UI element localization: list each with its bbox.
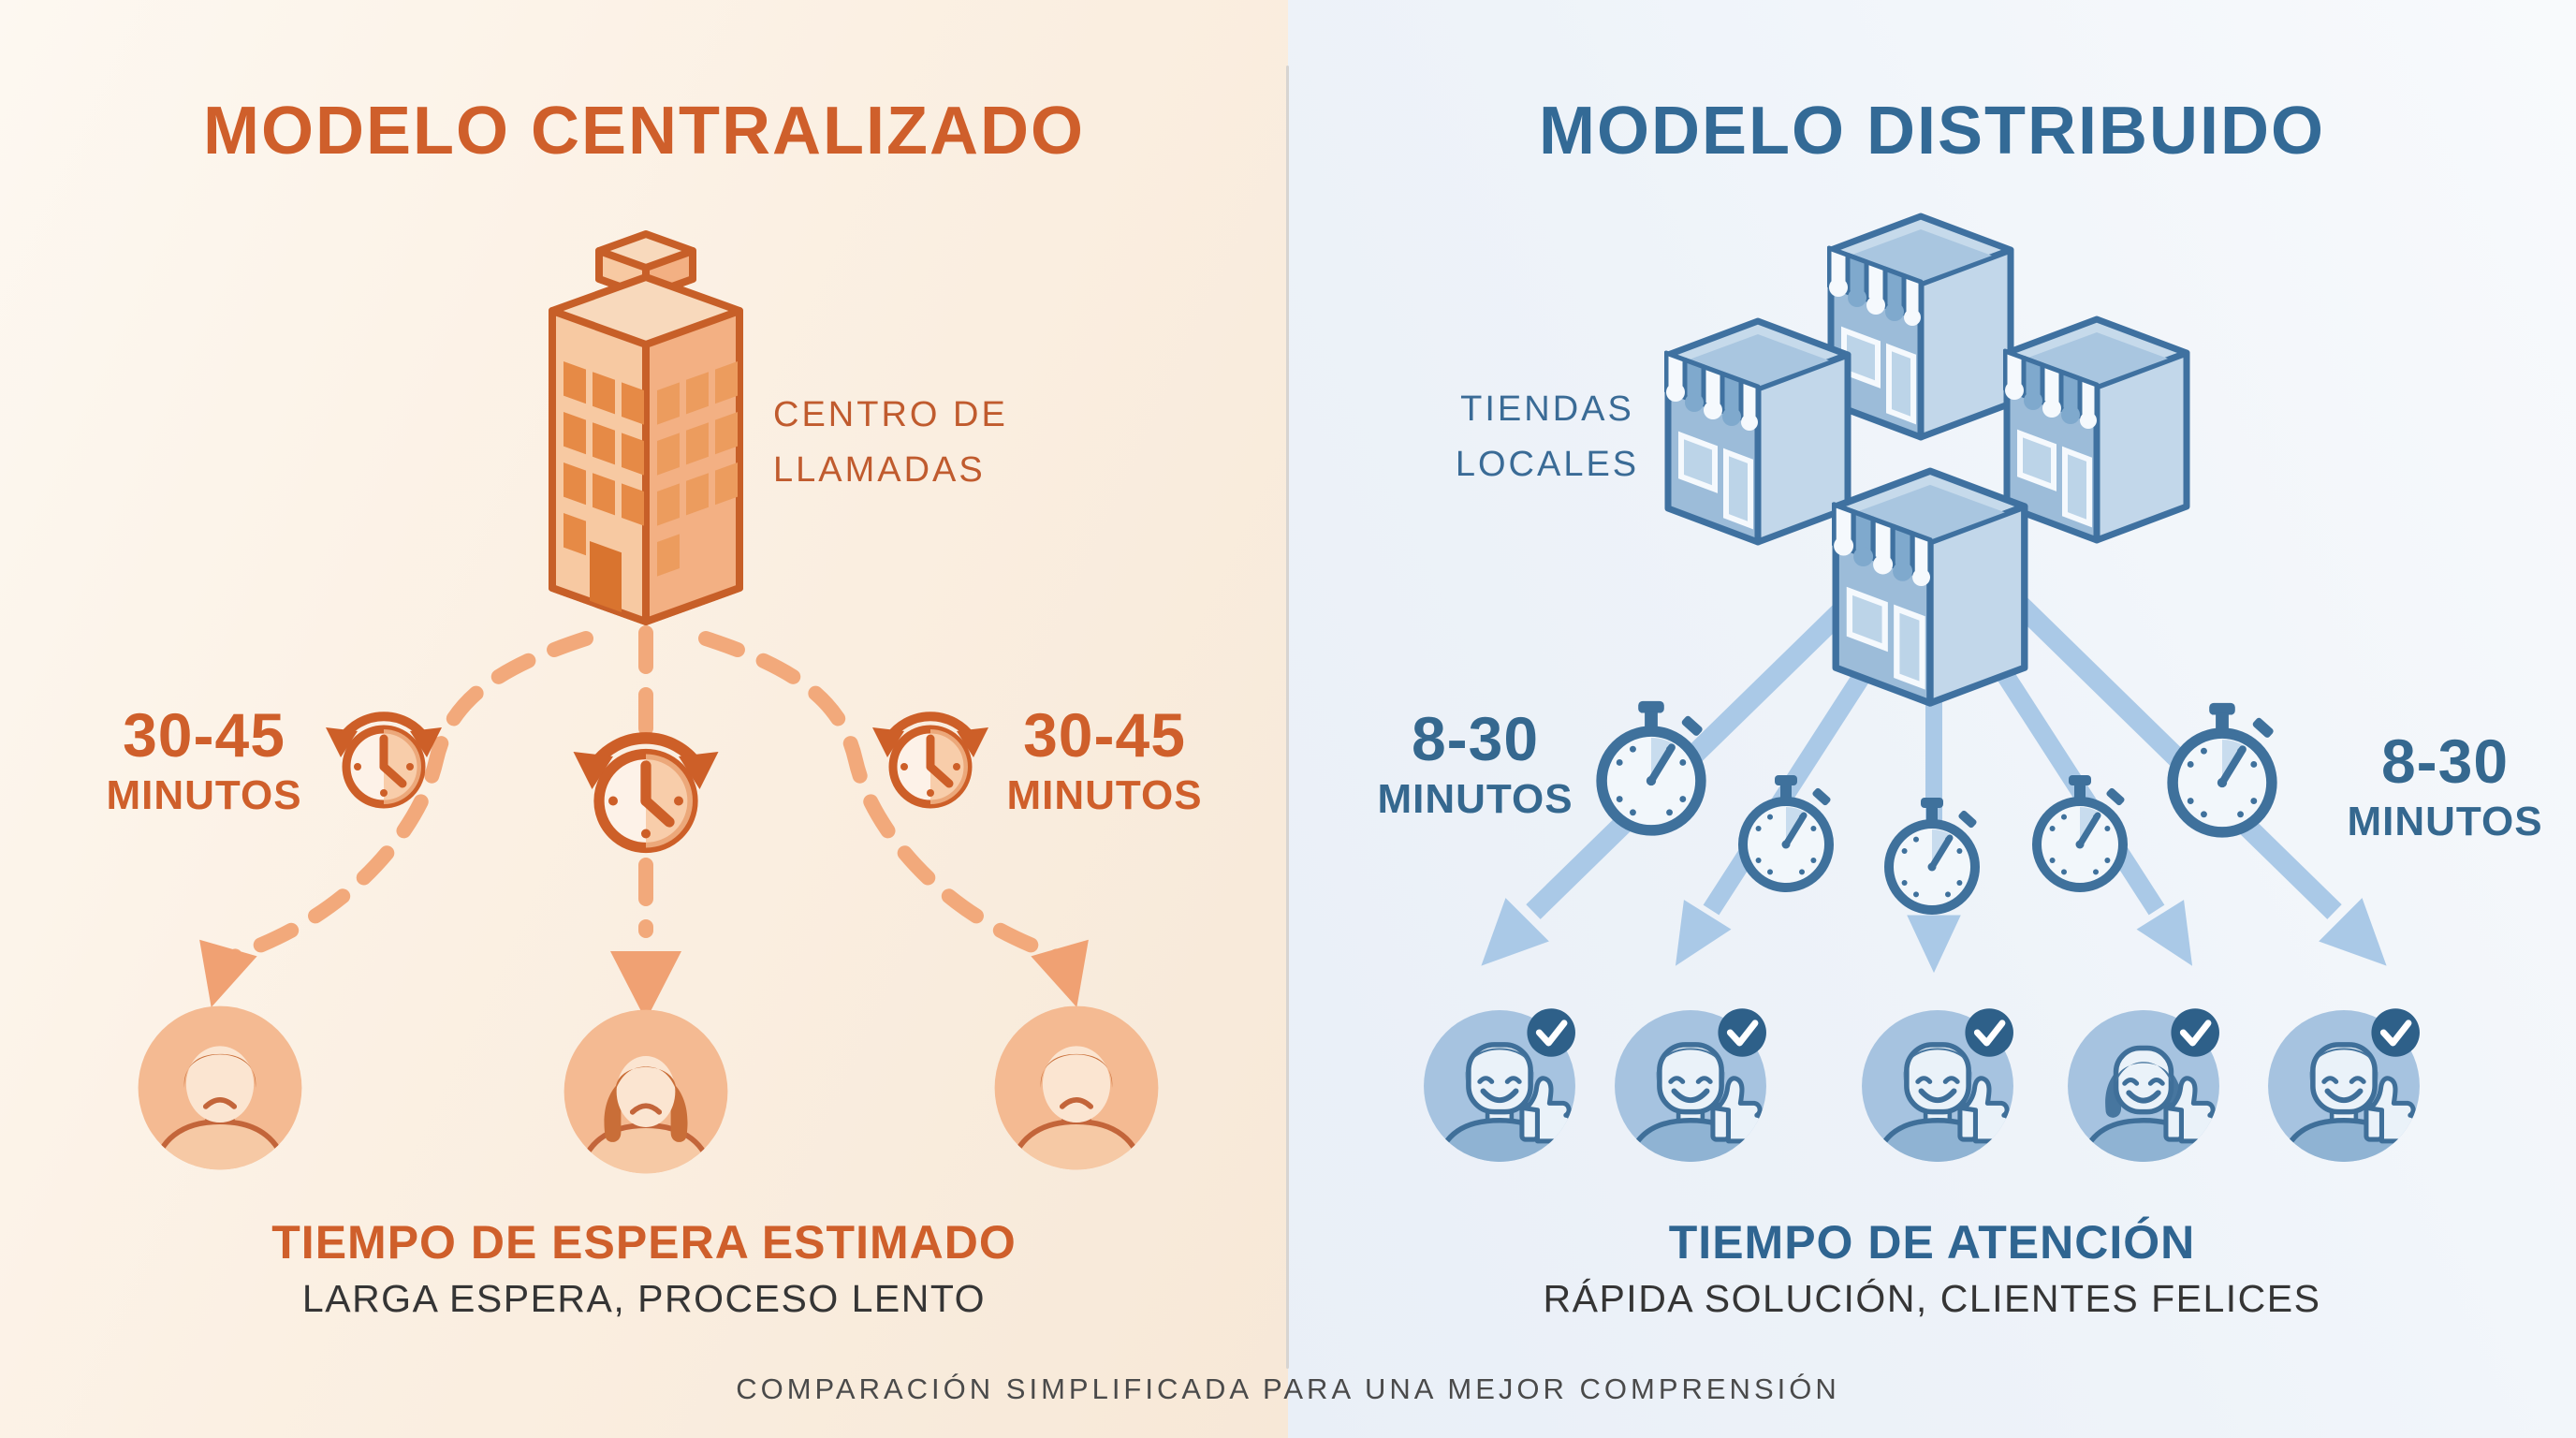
wait-time-value: 30-45 (1023, 700, 1186, 770)
service-time-badge-right: 8-30 MINUTOS (2305, 730, 2576, 843)
wait-result-title: TIEMPO DE ESPERA ESTIMADO (271, 1216, 1017, 1269)
attention-result-title: TIEMPO DE ATENCIÓN (1668, 1216, 2196, 1269)
building-door (590, 541, 622, 612)
service-time-badge-left: 8-30 MINUTOS (1335, 708, 1616, 820)
happy-user-icon (1615, 1008, 1766, 1174)
footer-caption: COMPARACIÓN SIMPLIFICADA PARA UNA MEJOR … (736, 1372, 1840, 1405)
stores-label: TIENDAS LOCALES (1455, 389, 1640, 484)
happy-user-icon (2268, 1008, 2420, 1174)
dashed-flow-lines (227, 625, 1065, 964)
stopwatch-icon (2173, 703, 2275, 832)
distribution-arrows (1481, 595, 2387, 974)
stopwatch-icon (1889, 798, 1978, 910)
panel-divider (1286, 66, 1289, 1369)
service-time-unit: MINUTOS (2347, 799, 2543, 844)
attention-result-subtitle: RÁPIDA SOLUCIÓN, CLIENTES FELICES (1543, 1277, 2321, 1320)
stopwatch-icon (1743, 775, 1832, 888)
sad-user-icon (139, 1006, 302, 1181)
wait-result-subtitle: LARGA ESPERA, PROCESO LENTO (301, 1277, 987, 1320)
stopwatch-icon (2037, 775, 2126, 888)
dashed-arrow-icon (199, 939, 1089, 1020)
wait-time-badge-left: 30-45 MINUTOS (64, 704, 344, 816)
happy-user-icon (2068, 1008, 2219, 1174)
service-time-value: 8-30 (1411, 704, 1540, 773)
distributed-flow-graphic (1288, 0, 2576, 1438)
storefront-icon (1829, 216, 2011, 437)
centralized-flow-graphic (0, 230, 1288, 1438)
centralized-title: MODELO CENTRALIZADO (203, 94, 1085, 169)
storefront-icon (2005, 319, 2187, 540)
happy-user-icon (1424, 1008, 1575, 1174)
distributed-title: MODELO DISTRIBUIDO (1539, 94, 2325, 169)
wait-time-value: 30-45 (123, 700, 285, 770)
service-time-unit: MINUTOS (1377, 776, 1573, 822)
wait-time-unit: MINUTOS (1006, 772, 1203, 818)
sad-user-icon (564, 1010, 728, 1184)
service-time-value: 8-30 (2380, 726, 2510, 796)
building-label: CENTRO DE LLAMADAS (773, 395, 1008, 490)
storefront-icon (1666, 321, 1848, 542)
sad-user-icon (995, 1006, 1159, 1181)
building-windows-right (657, 361, 738, 577)
building-windows (564, 361, 644, 556)
stopwatch-icon (1602, 701, 1704, 830)
storefront-icon (1834, 471, 2025, 703)
wait-time-unit: MINUTOS (106, 772, 302, 818)
wait-time-badge-right: 30-45 MINUTOS (964, 704, 1245, 816)
history-clock-icon (574, 738, 719, 847)
office-building-icon (549, 230, 743, 625)
happy-user-icon (1862, 1008, 2013, 1174)
